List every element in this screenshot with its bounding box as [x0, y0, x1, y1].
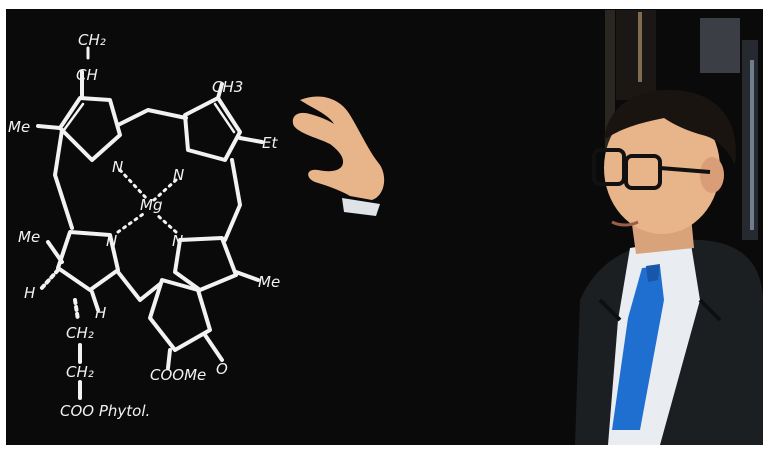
label-me-left: Me [8, 118, 30, 136]
label-ch: CH [76, 66, 98, 84]
background-equipment [605, 10, 758, 240]
lecturer [575, 89, 763, 445]
label-ch3: CH3 [212, 78, 243, 96]
label-n3: N [106, 232, 117, 250]
label-ch2: CH₂ [78, 31, 106, 49]
label-n1: N [112, 158, 123, 176]
label-et: Et [262, 134, 278, 152]
chlorophyll-structure-drawing [36, 46, 264, 400]
label-coo-phytyl: COO Phytol. [60, 402, 150, 420]
label-n2: N [173, 166, 184, 184]
label-me-lower-left: Me [18, 228, 40, 246]
label-ch2-b: CH₂ [66, 363, 94, 381]
label-ch2-a: CH₂ [66, 324, 94, 342]
label-n4: N [172, 232, 183, 250]
board-labels: CH₂ CH CH3 Me Et N N Mg N N Me Me H H CH… [8, 31, 280, 420]
label-coome: COOMe [150, 366, 206, 384]
label-h-mid: H [95, 304, 106, 322]
label-o: O [216, 360, 228, 378]
label-me-right: Me [258, 273, 280, 291]
label-mg: Mg [140, 196, 162, 214]
label-h-left: H [24, 284, 35, 302]
raised-hand [292, 96, 385, 216]
